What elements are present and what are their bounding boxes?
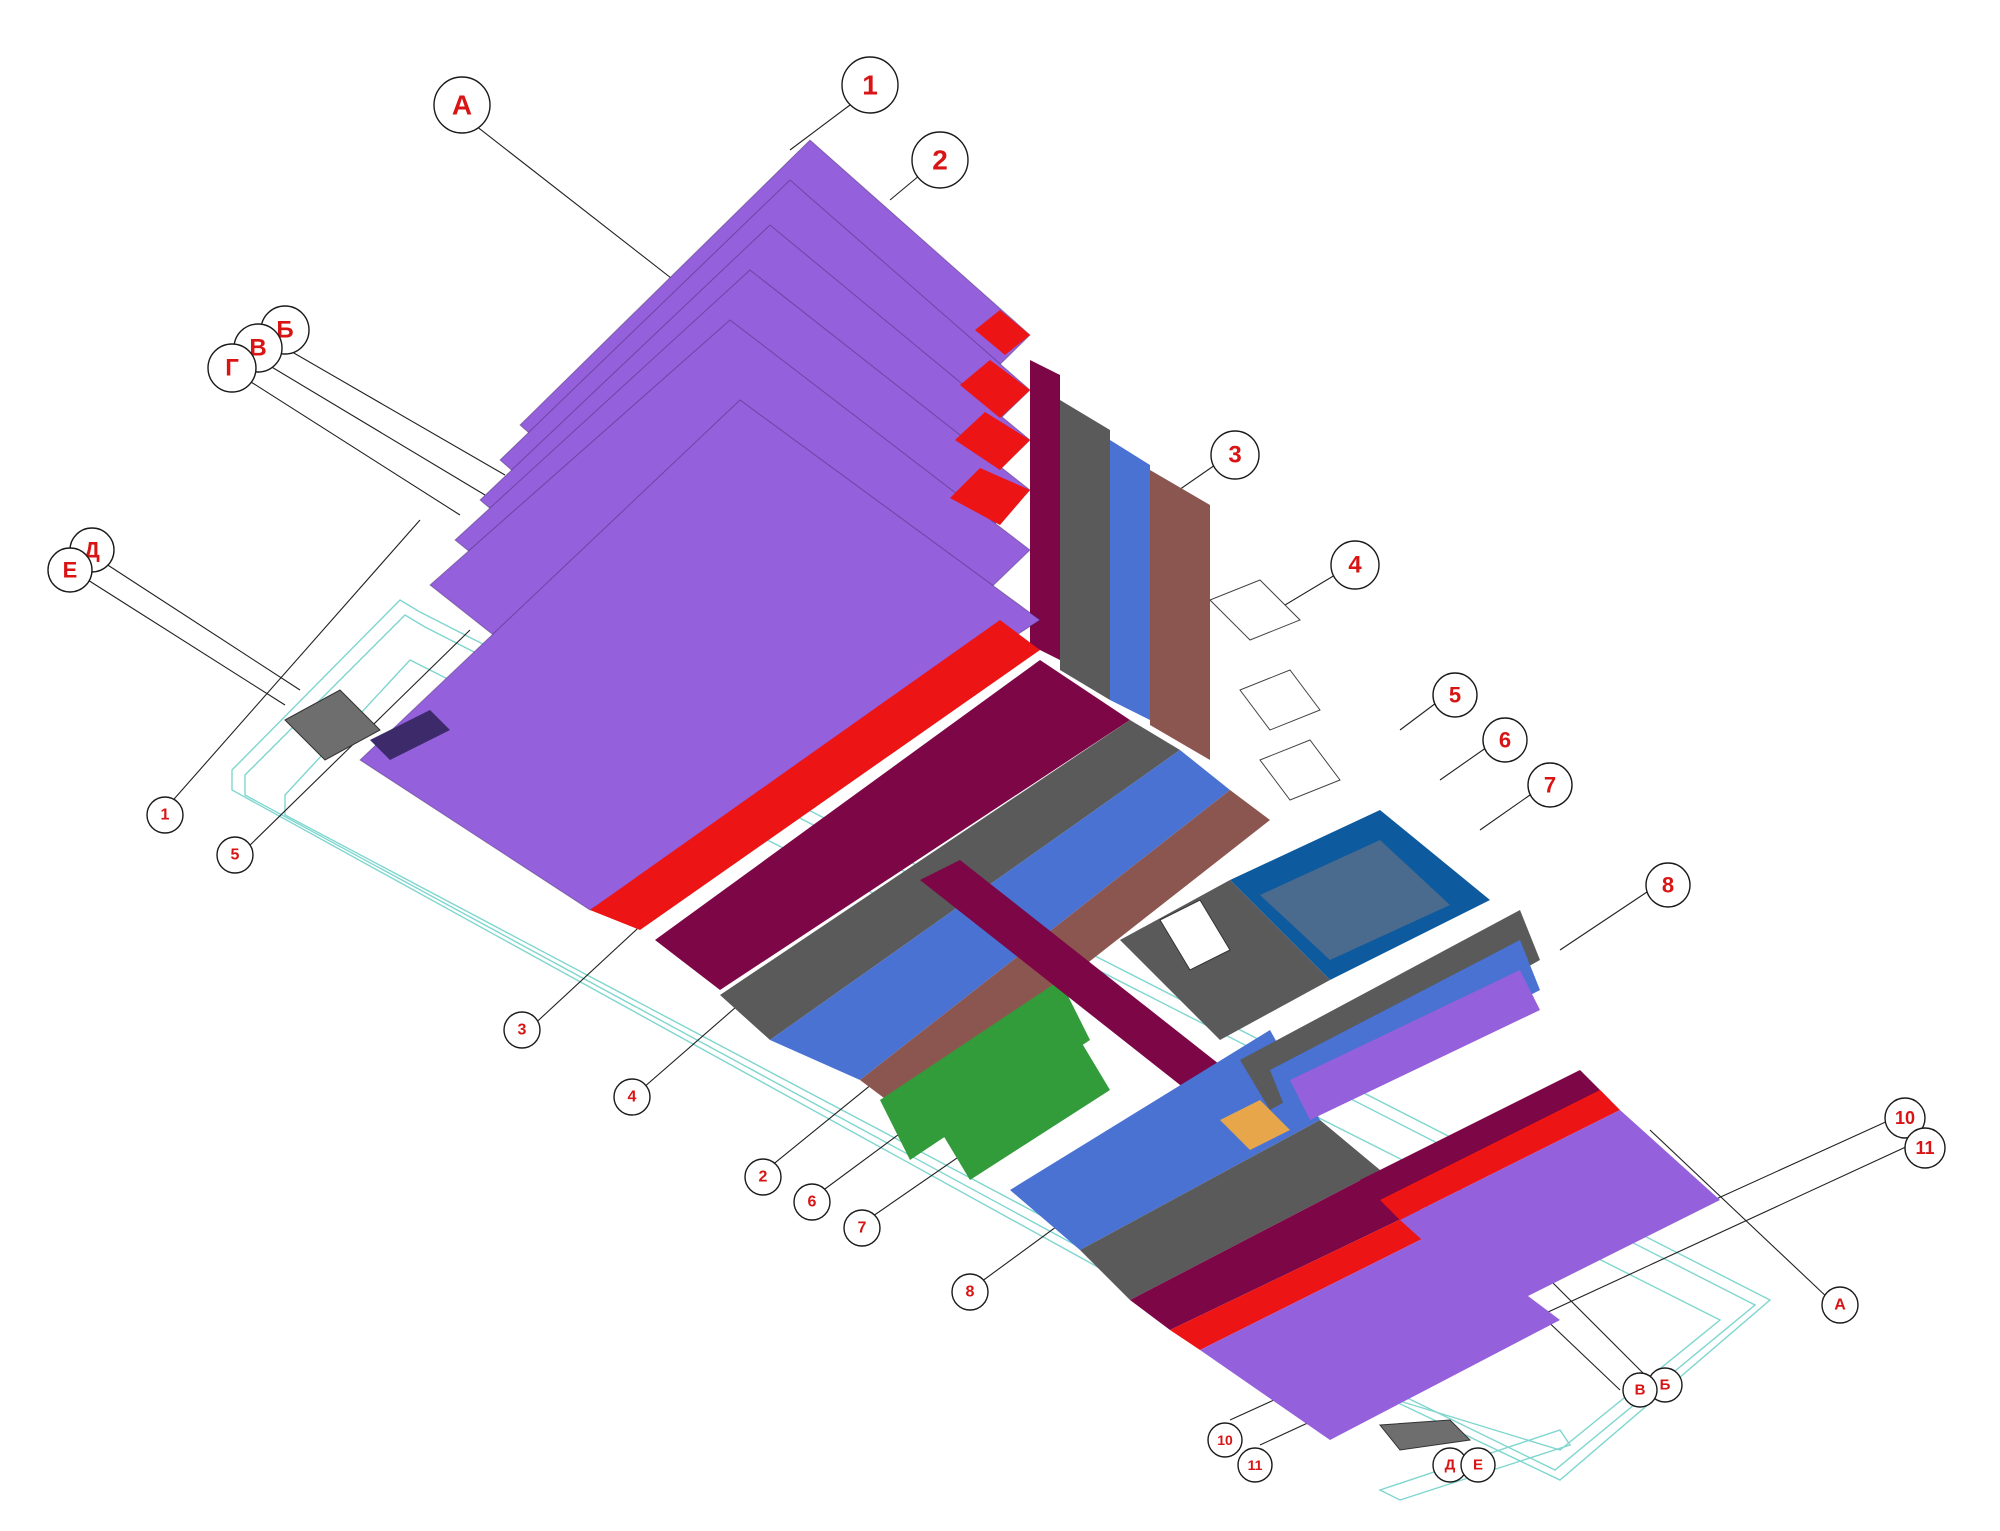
axis-bubbles-top: A 1 2 Б B Г Д Е 3 4 5 6 7 8 10 11 bbox=[47, 56, 1946, 1169]
blue-strip-upper bbox=[1110, 440, 1150, 720]
svg-text:7: 7 bbox=[1544, 773, 1556, 798]
axis-bubble-3-top: 3 bbox=[1210, 430, 1260, 480]
axis-bubble-5-top: 5 bbox=[1432, 672, 1478, 718]
svg-text:10: 10 bbox=[1217, 1432, 1233, 1448]
axis-bubble-10-bottom: 10 bbox=[1207, 1422, 1243, 1458]
axis-bubble-10-top: 10 bbox=[1884, 1097, 1926, 1139]
gray-strip-upper bbox=[1060, 400, 1110, 700]
void-cutouts bbox=[1209, 579, 1341, 801]
svg-text:1: 1 bbox=[161, 807, 170, 824]
axis-bubble-11-bottom: 11 bbox=[1237, 1447, 1273, 1483]
stair-left bbox=[284, 689, 381, 761]
svg-text:1: 1 bbox=[862, 70, 878, 101]
svg-text:Д: Д bbox=[84, 538, 100, 563]
svg-text:10: 10 bbox=[1895, 1108, 1915, 1128]
svg-text:6: 6 bbox=[808, 1194, 817, 1211]
brown-strip-upper bbox=[1150, 470, 1210, 760]
red-band-l5 bbox=[960, 360, 1030, 418]
axis-bubble-2-top: 2 bbox=[911, 131, 969, 189]
svg-text:5: 5 bbox=[231, 847, 240, 864]
svg-text:8: 8 bbox=[1662, 873, 1674, 898]
svg-text:B: B bbox=[249, 335, 266, 362]
axis-bubble-6-top: 6 bbox=[1482, 717, 1528, 763]
axis-bubble-v-bottom: B bbox=[1622, 1372, 1658, 1408]
axis-bubble-6-bottom: 6 bbox=[793, 1183, 831, 1221]
axis-bubble-e-bottom: Е bbox=[1460, 1447, 1496, 1483]
axis-bubble-11-top: 11 bbox=[1904, 1127, 1946, 1169]
stair-right bbox=[1379, 1419, 1472, 1451]
main-slab-maroon-right bbox=[1130, 1170, 1420, 1330]
axis-bubble-1-bottom: 1 bbox=[146, 796, 184, 834]
main-slab-red-band bbox=[590, 620, 1040, 930]
svg-text:Г: Г bbox=[225, 355, 239, 382]
main-slab-green-band bbox=[880, 980, 1090, 1160]
right-violet-lower bbox=[1400, 1110, 1720, 1310]
main-slab-red-right bbox=[1170, 1210, 1440, 1350]
svg-text:B: B bbox=[1635, 1382, 1646, 1399]
axis-bubble-7-bottom: 7 bbox=[843, 1209, 881, 1247]
main-slab-maroon-band bbox=[655, 660, 1130, 990]
axis-bubble-5-bottom: 5 bbox=[216, 836, 254, 874]
stair-core-inner bbox=[1260, 840, 1450, 960]
corner-stairs bbox=[284, 689, 1472, 1451]
red-band-l6 bbox=[975, 310, 1030, 355]
axis-bubble-e-top: Е bbox=[47, 547, 93, 593]
svg-text:Б: Б bbox=[276, 317, 293, 344]
orange-patch bbox=[1220, 1100, 1290, 1150]
axis-bubble-a-top: A bbox=[433, 76, 491, 134]
foundation-outline bbox=[231, 599, 1772, 1501]
svg-text:5: 5 bbox=[1449, 683, 1461, 708]
main-slab-maroon-beam bbox=[920, 860, 1290, 1140]
main-slab-gray-right bbox=[1080, 1120, 1380, 1300]
svg-text:4: 4 bbox=[628, 1089, 637, 1106]
stair-left-dark bbox=[370, 710, 450, 760]
axis-bubble-4-bottom: 4 bbox=[613, 1078, 651, 1116]
stair-flight bbox=[1159, 899, 1231, 971]
right-red-band bbox=[1380, 1090, 1620, 1220]
main-floor-slab bbox=[359, 399, 1720, 1440]
svg-text:11: 11 bbox=[1248, 1457, 1263, 1473]
axis-bubble-8-bottom: 8 bbox=[951, 1273, 989, 1311]
axis-bubble-2-bottom: 2 bbox=[744, 1158, 782, 1196]
svg-text:6: 6 bbox=[1499, 728, 1511, 753]
svg-text:3: 3 bbox=[1228, 442, 1241, 469]
axis-bubbles-bottom: 1 5 3 4 2 6 7 8 A Б B Д Е 10 11 bbox=[146, 796, 1859, 1483]
svg-text:Б: Б bbox=[1660, 1377, 1671, 1394]
svg-text:8: 8 bbox=[966, 1284, 975, 1301]
axis-bubble-8-top: 8 bbox=[1645, 862, 1691, 908]
svg-text:A: A bbox=[1834, 1297, 1846, 1314]
main-slab-violet bbox=[359, 399, 1041, 911]
svg-text:3: 3 bbox=[518, 1022, 527, 1039]
stair-core bbox=[1120, 810, 1490, 1040]
right-maroon-band bbox=[1360, 1070, 1610, 1210]
maroon-strip-upper bbox=[1030, 360, 1060, 660]
axis-bubble-7-top: 7 bbox=[1527, 762, 1573, 808]
axis-bubble-3-bottom: 3 bbox=[503, 1011, 541, 1049]
svg-text:Д: Д bbox=[1445, 1457, 1456, 1474]
svg-text:2: 2 bbox=[759, 1169, 768, 1186]
svg-text:11: 11 bbox=[1915, 1138, 1934, 1158]
svg-text:Е: Е bbox=[1473, 1457, 1483, 1474]
right-violet-band bbox=[1290, 970, 1540, 1120]
axis-bubble-a-bottom: A bbox=[1821, 1286, 1859, 1324]
svg-text:7: 7 bbox=[858, 1220, 867, 1237]
svg-text:4: 4 bbox=[1348, 552, 1362, 579]
svg-text:Е: Е bbox=[63, 558, 78, 583]
svg-text:A: A bbox=[452, 90, 472, 121]
red-band-l4 bbox=[955, 412, 1030, 470]
axis-bubble-g-top: Г bbox=[207, 343, 257, 393]
main-slab-green-band-2 bbox=[940, 1040, 1110, 1180]
axis-bubble-1-top: 1 bbox=[841, 56, 899, 114]
main-slab-blue-right bbox=[1010, 1030, 1320, 1250]
axis-bubble-4-top: 4 bbox=[1330, 540, 1380, 590]
svg-text:2: 2 bbox=[932, 145, 948, 176]
red-band-l3 bbox=[950, 468, 1030, 525]
